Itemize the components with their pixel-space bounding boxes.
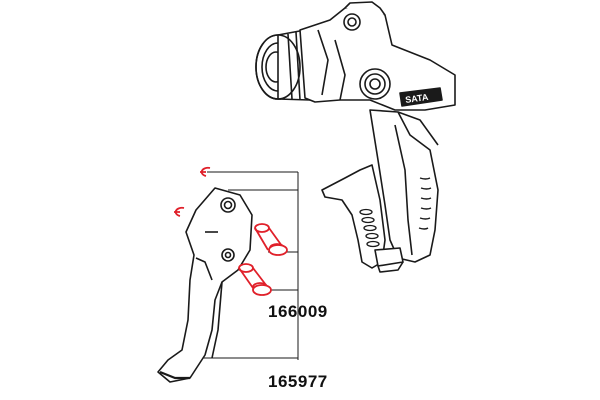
spray-gun-body: SATA (255, 1, 456, 273)
retaining-clips (174, 166, 211, 217)
badge-text: SATA (405, 92, 430, 105)
cup-connector (344, 1, 386, 16)
pivot-pin-lower (238, 263, 272, 296)
clip-left (174, 206, 185, 217)
gun-handle (369, 109, 439, 263)
trigger-lever (157, 187, 253, 383)
pivot-pin-upper (254, 223, 288, 256)
grip-ribs (418, 177, 432, 230)
air-inlet (374, 247, 404, 273)
grip-slots (359, 208, 380, 248)
part-number-lower: 165977 (268, 372, 328, 391)
clip-top (200, 166, 211, 177)
adjustment-knob (359, 68, 391, 100)
brand-badge: SATA (399, 87, 443, 107)
part-number-upper: 166009 (268, 302, 328, 321)
